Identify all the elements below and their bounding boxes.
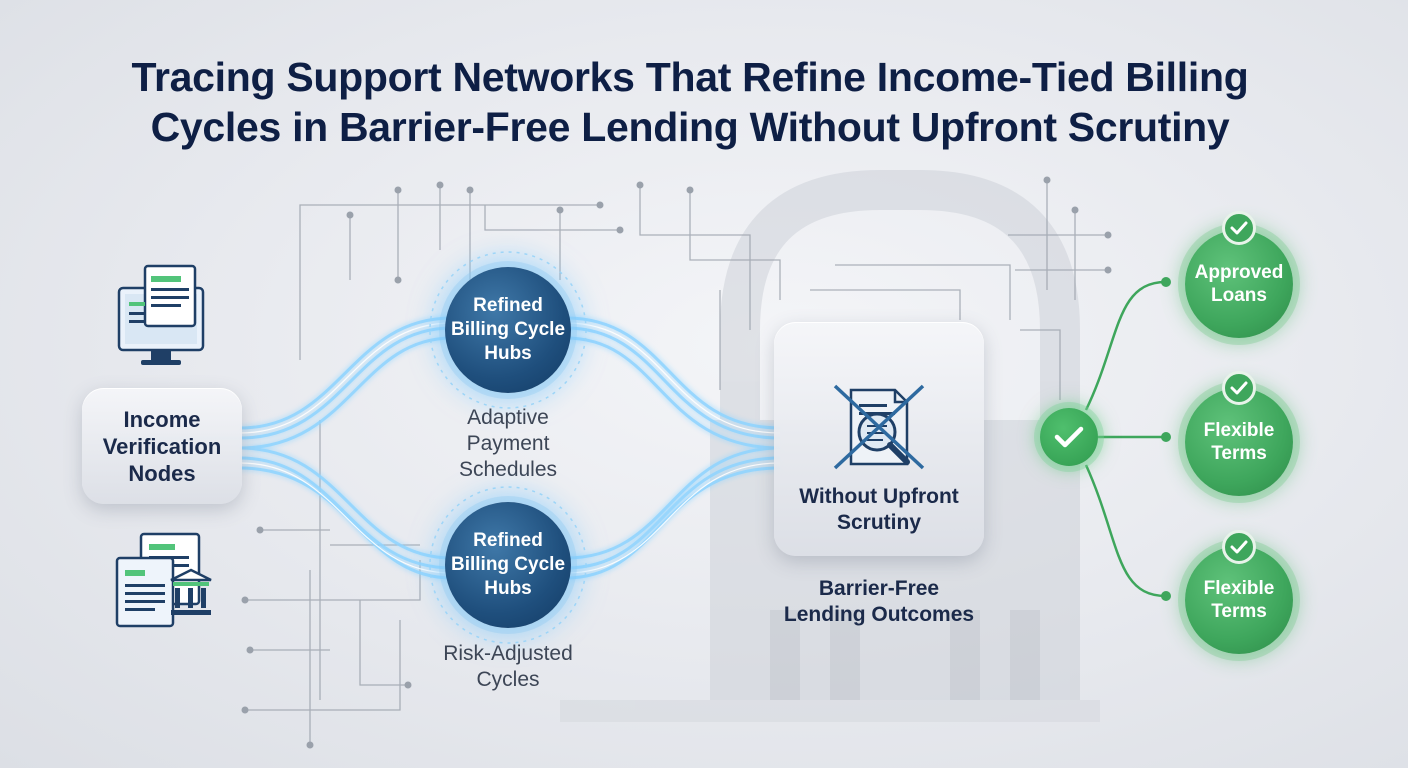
hub-bottom-label: Refined Billing Cycle Hubs [450,530,566,599]
branch-lines [1084,280,1167,598]
billing-hub-bottom: Refined Billing Cycle Hubs [445,502,571,628]
outcome-flexible-terms-2: Flexible Terms [1185,546,1293,654]
check-icon [1222,371,1256,405]
check-icon [1222,211,1256,245]
income-node-label: Income Verification Nodes [102,406,222,486]
outcome-flexible-terms-1: Flexible Terms [1185,388,1293,496]
hub-top-label: Refined Billing Cycle Hubs [450,295,566,364]
scrutiny-box: Without Upfront Scrutiny [774,322,984,556]
branch-dots [1161,277,1171,601]
income-verification-node: Income Verification Nodes [82,388,242,504]
page-title: Tracing Support Networks That Refine Inc… [0,52,1380,152]
outcome-label-1: Approved Loans [1194,262,1284,306]
check-icon [1054,426,1084,448]
outcome-label-3: Flexible Terms [1203,578,1275,622]
title-line-2: Cycles in Barrier-Free Lending Without U… [150,104,1230,150]
flow-lines-green [985,418,1040,452]
circuit-lines [245,180,1108,745]
title-line-1: Tracing Support Networks That Refine Inc… [131,54,1249,100]
billing-hub-top: Refined Billing Cycle Hubs [445,267,571,393]
barrier-free-outcomes-label: Barrier-Free Lending Outcomes [783,577,975,626]
flow-lines-white [239,322,781,574]
bank-document-icon [115,532,212,628]
outcome-approved-loans: Approved Loans [1185,230,1293,338]
scrutiny-box-label: Without Upfront Scrutiny [799,485,959,534]
hub-bottom-caption: Risk-Adjusted Cycles [443,642,573,691]
flow-lines-blue [100,316,781,580]
hub-top-caption: Adaptive Payment Schedules [458,406,558,481]
check-icon [1222,530,1256,564]
circuit-dots [241,176,1112,749]
hub-rings [429,251,587,644]
central-check-node [1040,408,1098,466]
monitor-document-icon [117,264,205,365]
crossed-magnifier-document-icon [833,384,925,470]
outcome-label-2: Flexible Terms [1203,420,1275,464]
